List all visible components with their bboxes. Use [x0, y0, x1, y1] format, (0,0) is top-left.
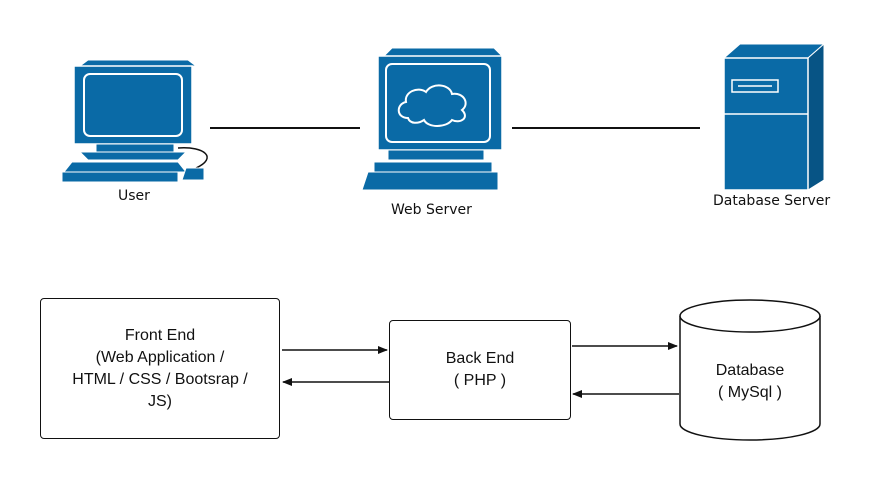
server-tower-icon	[722, 42, 826, 191]
back-end-text: Back End ( PHP )	[446, 348, 514, 392]
front-end-line-2: (Web Application /	[95, 348, 225, 366]
user-label: User	[118, 188, 150, 204]
front-end-box: Front End (Web Application / HTML / CSS …	[40, 298, 280, 439]
web-server-computer-icon	[361, 47, 504, 191]
back-end-box: Back End ( PHP )	[389, 320, 571, 420]
front-end-line-3: HTML / CSS / Bootsrap /	[72, 370, 248, 388]
database-subtitle: ( MySql )	[718, 384, 782, 401]
database-text: Database ( MySql )	[680, 360, 820, 404]
database-server-label: Database Server	[713, 193, 831, 209]
back-end-subtitle: ( PHP )	[453, 372, 507, 389]
front-end-text: Front End (Web Application / HTML / CSS …	[72, 325, 247, 413]
database-title: Database	[715, 362, 785, 379]
back-end-title: Back End	[445, 350, 515, 367]
desktop-computer-icon	[61, 59, 208, 183]
web-server-label: Web Server	[391, 202, 472, 218]
database-cylinder	[679, 299, 821, 441]
front-end-title: Front End	[124, 326, 196, 344]
front-end-line-4: JS)	[148, 392, 172, 410]
